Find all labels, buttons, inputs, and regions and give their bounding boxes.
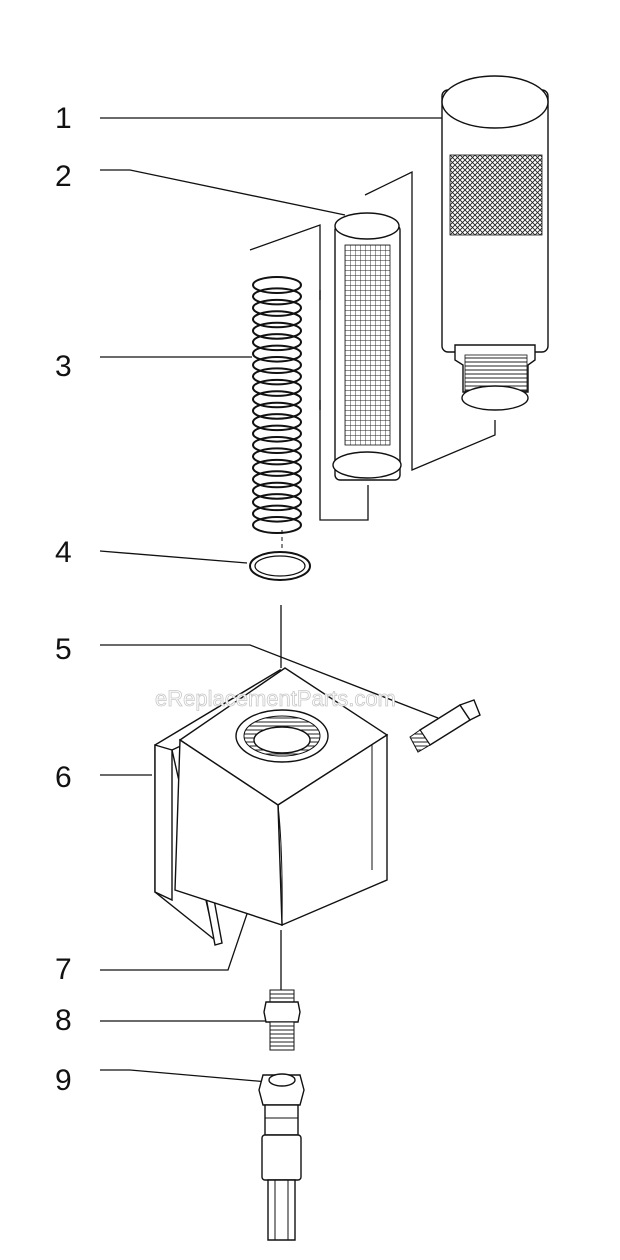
spring-coil (252, 413, 302, 432)
callout-3: 3 (55, 350, 72, 383)
manifold-block (174, 667, 389, 927)
spring-coil (252, 516, 302, 534)
spring-coil (252, 493, 302, 512)
spring-coil (252, 401, 302, 420)
callout-2: 2 (55, 160, 72, 193)
spring-coil (252, 390, 302, 409)
o-ring (249, 551, 311, 581)
spring-coil (252, 298, 302, 317)
watermark-text: eReplacementParts.com (155, 686, 396, 711)
callout-1: 1 (55, 102, 72, 135)
filter-element (332, 212, 402, 481)
spring-coil (252, 333, 302, 352)
spring-coil (252, 378, 302, 397)
spring-coil (252, 356, 302, 374)
spring-coil (252, 276, 302, 294)
callout-6: 6 (55, 761, 72, 794)
spring-coil (252, 310, 302, 329)
callout-8: 8 (55, 1004, 72, 1037)
spring-coil (252, 344, 302, 363)
spring-coil (252, 436, 302, 454)
spring-coil (252, 470, 302, 489)
spring-coil (252, 367, 302, 386)
nipple-fitting (263, 989, 301, 1051)
spring-coil (252, 424, 302, 443)
assembly-lines (249, 170, 496, 992)
callout-9: 9 (55, 1064, 72, 1097)
spring-coil (252, 287, 302, 306)
hose-assembly (258, 1073, 305, 1241)
spring-coil (252, 447, 302, 466)
spring-coil (252, 504, 302, 523)
callout-7: 7 (55, 953, 72, 986)
spring-coil (252, 458, 302, 477)
callout-5: 5 (55, 633, 72, 666)
side-fitting (409, 699, 481, 753)
callout-4: 4 (55, 536, 72, 569)
spring-coil (252, 481, 302, 500)
leader-lines (99, 117, 442, 1083)
spring-coil (252, 321, 302, 340)
filter-housing (441, 75, 549, 411)
spring (252, 276, 302, 534)
